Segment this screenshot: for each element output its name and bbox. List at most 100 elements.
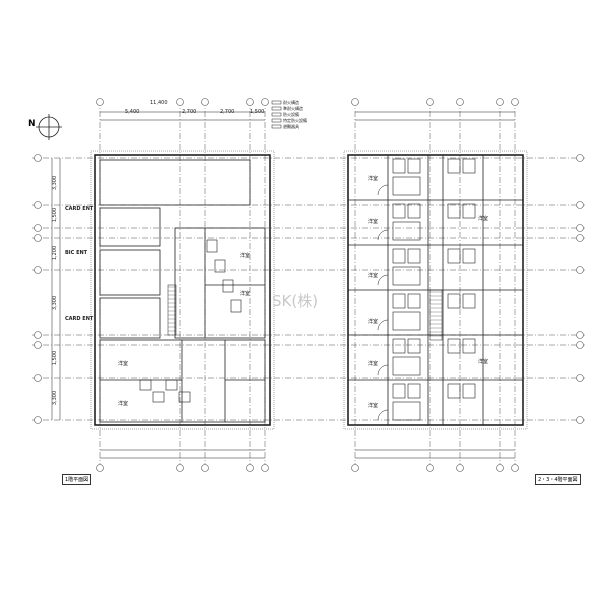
door-swing: [377, 184, 389, 196]
parking-area: [99, 297, 161, 339]
north-label: N: [28, 119, 36, 129]
grid-bubble: [576, 234, 584, 242]
stair: [167, 284, 177, 336]
bathroom-fixture: [230, 299, 242, 313]
side-span-dimension: 3,300: [52, 295, 59, 311]
grid-bubble: [34, 201, 42, 209]
side-span-dimension: 3,300: [52, 175, 59, 191]
grid-bubble: [351, 98, 359, 106]
side-span-dimension: 3,300: [52, 390, 59, 406]
kitchen: [392, 176, 421, 196]
bathroom-fixture: [392, 203, 406, 219]
grid-bubble: [576, 341, 584, 349]
bathroom-fixture: [214, 259, 226, 273]
kitchen: [392, 266, 421, 286]
room-label: 洋室: [118, 361, 129, 367]
top-span-dimension: 5,400: [125, 109, 140, 115]
room-label: 洋室: [478, 359, 489, 365]
grid-bubble: [176, 98, 184, 106]
bathroom-fixture: [462, 338, 476, 354]
room-label: 洋室: [368, 319, 379, 325]
bathroom-fixture: [165, 379, 178, 391]
grid-bubble: [34, 331, 42, 339]
bathroom-fixture: [407, 248, 421, 264]
top-span-dimension: 2,700: [182, 109, 197, 115]
grid-bubble: [34, 154, 42, 162]
top-total-dimension: 11,400: [150, 100, 168, 106]
bathroom-fixture: [462, 203, 476, 219]
grid-bubble: [96, 98, 104, 106]
parking-area: [99, 159, 251, 206]
legend-item: 準耐火構造: [283, 106, 303, 111]
bathroom-fixture: [462, 158, 476, 174]
door-swing: [377, 364, 389, 376]
watermark: SK(株): [272, 292, 319, 310]
legend-swatch: [271, 100, 282, 105]
bathroom-fixture: [392, 293, 406, 309]
room-label: 洋室: [478, 216, 489, 222]
unit: [174, 227, 266, 339]
kitchen: [392, 311, 421, 331]
legend-swatch: [271, 112, 282, 117]
grid-bubble: [201, 98, 209, 106]
room-label: 洋室: [240, 253, 251, 259]
grid-bubble: [426, 464, 434, 472]
top-span-dimension: 1,500: [250, 109, 265, 115]
bathroom-fixture: [462, 293, 476, 309]
grid-bubble: [456, 98, 464, 106]
door-swing: [377, 319, 389, 331]
bathroom-fixture: [462, 248, 476, 264]
room-label: CARD ENT: [65, 316, 94, 322]
bathroom-fixture: [407, 158, 421, 174]
room-label: 洋室: [368, 219, 379, 225]
grid-bubble: [351, 464, 359, 472]
grid-bubble: [246, 464, 254, 472]
bathroom-fixture: [222, 279, 234, 293]
grid-bubble: [34, 234, 42, 242]
grid-bubble: [96, 464, 104, 472]
grid-bubble: [576, 266, 584, 274]
building-outline: [94, 154, 271, 426]
bathroom-fixture: [392, 158, 406, 174]
room-label: 洋室: [368, 403, 379, 409]
bathroom-fixture: [407, 203, 421, 219]
bathroom-fixture: [407, 383, 421, 399]
bathroom-fixture: [447, 338, 461, 354]
legend-item: 耐火構造: [283, 100, 299, 105]
grid-bubble: [34, 224, 42, 232]
grid-bubble: [576, 374, 584, 382]
bathroom-fixture: [447, 203, 461, 219]
top-span-dimension: 2,700: [220, 109, 235, 115]
grid-bubble: [576, 416, 584, 424]
kitchen: [392, 356, 421, 376]
grid-bubble: [426, 98, 434, 106]
grid-bubble: [34, 374, 42, 382]
room-label: CARD ENT: [65, 206, 94, 212]
room-label: 洋室: [118, 401, 129, 407]
grid-bubble: [576, 224, 584, 232]
kitchen: [392, 401, 421, 421]
grid-bubble: [576, 331, 584, 339]
bathroom-fixture: [178, 391, 191, 403]
bathroom-fixture: [206, 239, 218, 253]
bathroom-fixture: [392, 338, 406, 354]
door-swing: [377, 274, 389, 286]
grid-bubble: [261, 464, 269, 472]
grid-bubble: [34, 266, 42, 274]
side-span-dimension: 1,500: [52, 350, 59, 366]
legend-swatch: [271, 118, 282, 123]
grid-bubble: [246, 98, 254, 106]
grid-bubble: [176, 464, 184, 472]
plan-title-upper-floors: 2・3・4階平面図: [535, 474, 581, 485]
grid-bubble: [261, 98, 269, 106]
grid-bubble: [576, 154, 584, 162]
balcony-outline: [90, 150, 275, 430]
legend-item: 避難器具: [283, 124, 299, 129]
bathroom-fixture: [447, 158, 461, 174]
legend-item: 防火設備: [283, 112, 299, 117]
bathroom-fixture: [447, 383, 461, 399]
grid-bubble: [201, 464, 209, 472]
door-swing: [377, 229, 389, 241]
legend-swatch: [271, 124, 282, 129]
